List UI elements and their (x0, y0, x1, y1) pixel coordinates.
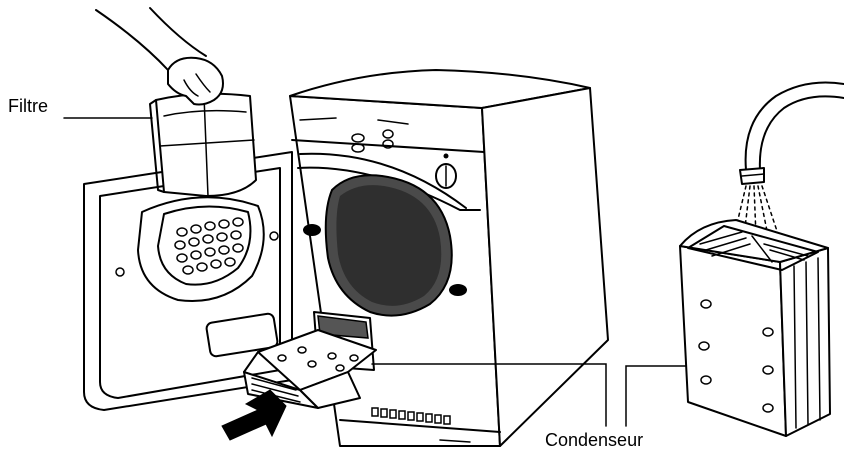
hand-icon (96, 8, 223, 105)
condenser-label: Condenseur (545, 430, 643, 450)
arrow-icon (222, 390, 286, 440)
hose-icon (734, 83, 844, 237)
filter-label: Filtre (8, 96, 48, 116)
filter-label-group: Filtre (8, 96, 152, 118)
condenser-unit-rinsing (680, 220, 830, 436)
lint-filter (150, 94, 256, 196)
